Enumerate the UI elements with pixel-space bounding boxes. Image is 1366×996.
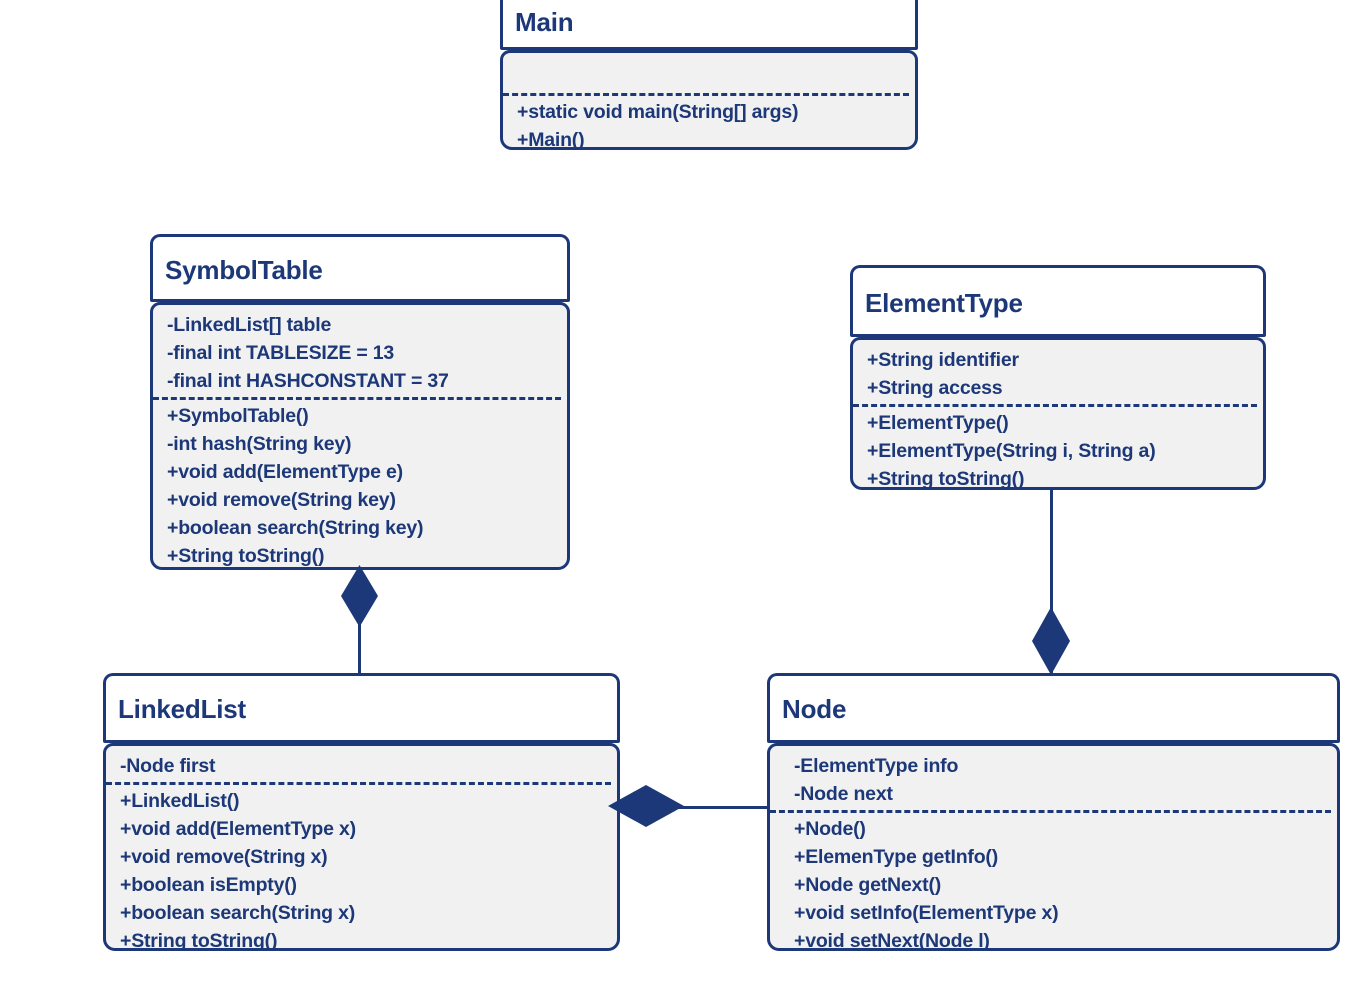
composition-diamond-elementtype-node — [1032, 607, 1070, 675]
uml-class-elementtype-attribute-1: +String access — [867, 377, 1003, 399]
uml-class-linkedlist-title-compartment: LinkedList — [103, 673, 620, 743]
uml-class-symboltable-method-5: +String toString() — [167, 545, 325, 567]
uml-class-node-attribute-0: -ElementType info — [794, 755, 959, 777]
uml-class-main-method-0: +static void main(String[] args) — [517, 101, 799, 123]
uml-class-symboltable-method-1: -int hash(String key) — [167, 433, 352, 455]
uml-class-symboltable-attribute-2: -final int HASHCONSTANT = 37 — [167, 370, 449, 392]
uml-class-linkedlist-body-compartment: -Node first +LinkedList() +void add(Elem… — [103, 743, 620, 952]
uml-class-symboltable-method-0: +SymbolTable() — [167, 405, 309, 427]
uml-class-linkedlist-method-1: +void add(ElementType x) — [120, 818, 356, 840]
uml-class-elementtype[interactable]: ElementType +String identifier +String a… — [850, 265, 1266, 490]
uml-class-symboltable-name: SymbolTable — [165, 255, 323, 285]
uml-class-linkedlist-attribute-0: -Node first — [120, 755, 216, 777]
uml-class-elementtype-method-2: +String toString() — [867, 468, 1025, 490]
uml-class-symboltable-title-compartment: SymbolTable — [150, 234, 570, 302]
uml-class-linkedlist-method-5: +String toString() — [120, 930, 278, 952]
uml-class-linkedlist-name: LinkedList — [118, 694, 247, 724]
uml-class-symboltable-body-compartment: -LinkedList[] table -final int TABLESIZE… — [150, 302, 570, 570]
uml-class-main-separator — [503, 93, 909, 96]
uml-class-node-title-compartment: Node — [767, 673, 1340, 743]
uml-class-node-method-4: +void setNext(Node l) — [794, 930, 990, 952]
uml-class-linkedlist-method-0: +LinkedList() — [120, 790, 240, 812]
uml-class-symboltable-attribute-0: -LinkedList[] table — [167, 314, 332, 336]
uml-class-linkedlist-method-3: +boolean isEmpty() — [120, 874, 297, 896]
uml-class-elementtype-body-compartment: +String identifier +String access +Eleme… — [850, 337, 1266, 490]
composition-diamond-symboltable-linkedlist — [341, 565, 378, 627]
uml-class-node-method-2: +Node getNext() — [794, 874, 942, 896]
uml-class-elementtype-title-compartment: ElementType — [850, 265, 1266, 337]
uml-class-symboltable-separator — [153, 397, 561, 400]
uml-class-node-attribute-1: -Node next — [794, 783, 893, 805]
uml-class-node-method-1: +ElemenType getInfo() — [794, 846, 999, 868]
uml-class-symboltable-method-3: +void remove(String key) — [167, 489, 396, 511]
uml-class-symboltable[interactable]: SymbolTable -LinkedList[] table -final i… — [150, 234, 570, 570]
uml-class-main-title-compartment: Main — [500, 0, 918, 50]
uml-class-linkedlist-method-2: +void remove(String x) — [120, 846, 328, 868]
uml-class-main-name: Main — [515, 7, 574, 37]
uml-class-elementtype-method-0: +ElementType() — [867, 412, 1009, 434]
uml-class-symboltable-method-2: +void add(ElementType e) — [167, 461, 403, 483]
uml-class-node[interactable]: Node -ElementType info -Node next +Node(… — [767, 673, 1340, 952]
connector-elementtype-node — [1050, 486, 1053, 681]
uml-class-main-method-1: +Main() — [517, 129, 585, 151]
uml-class-node-name: Node — [782, 694, 847, 724]
uml-class-node-body-compartment: -ElementType info -Node next +Node() +El… — [767, 743, 1340, 952]
uml-class-node-method-0: +Node() — [794, 818, 866, 840]
uml-class-node-method-3: +void setInfo(ElementType x) — [794, 902, 1059, 924]
connector-node-linkedlist — [610, 806, 775, 809]
uml-class-elementtype-method-1: +ElementType(String i, String a) — [867, 440, 1156, 462]
uml-class-main[interactable]: Main +static void main(String[] args) +M… — [500, 0, 918, 151]
uml-class-linkedlist-method-4: +boolean search(String x) — [120, 902, 356, 924]
uml-class-main-body-compartment: +static void main(String[] args) +Main() — [500, 50, 918, 151]
uml-class-elementtype-attribute-0: +String identifier — [867, 349, 1019, 371]
uml-class-linkedlist[interactable]: LinkedList -Node first +LinkedList() +vo… — [103, 673, 620, 952]
uml-class-node-separator — [770, 810, 1331, 813]
uml-class-symboltable-attribute-1: -final int TABLESIZE = 13 — [167, 342, 395, 364]
uml-class-elementtype-separator — [853, 404, 1257, 407]
uml-class-linkedlist-separator — [106, 782, 611, 785]
uml-class-elementtype-name: ElementType — [865, 288, 1023, 318]
uml-class-symboltable-method-4: +boolean search(String key) — [167, 517, 424, 539]
